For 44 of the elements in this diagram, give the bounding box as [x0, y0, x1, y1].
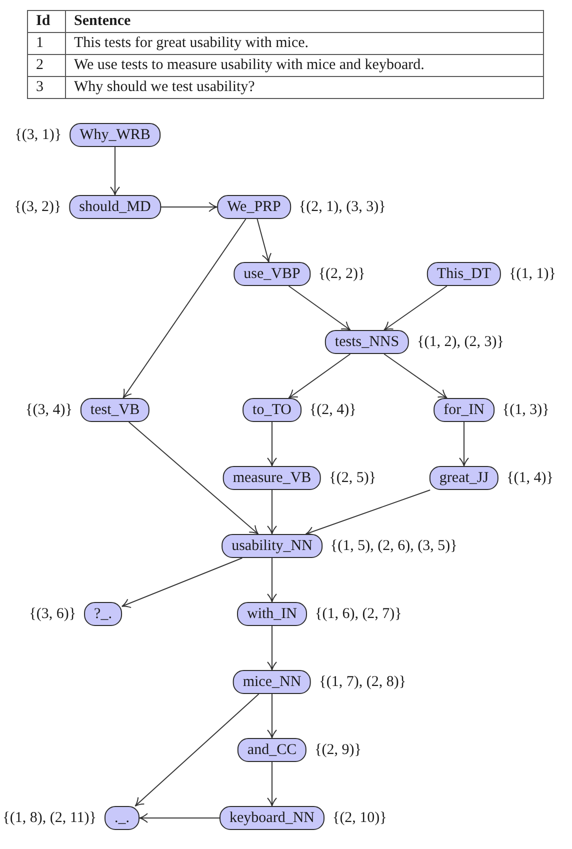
token-node: We_PRP — [217, 195, 291, 219]
table-cell: Why should we test usability? — [66, 76, 544, 98]
token-node: keyboard_NN — [220, 806, 324, 830]
position-set-label: {(1, 2), (2, 3)} — [417, 332, 504, 352]
token-node: for_IN — [434, 398, 494, 422]
token-node: great_JJ — [429, 466, 499, 490]
token-node: and_CC — [237, 738, 307, 762]
table-cell: We use tests to measure usability with mice and keyboard. — [66, 54, 544, 76]
table-header-cell: Id — [28, 10, 66, 32]
table-cell: This tests for great usability with mice. — [66, 32, 544, 54]
position-set-label: {(2, 10)} — [332, 808, 387, 828]
position-set-label: {(1, 8), (2, 11)} — [2, 808, 96, 828]
table-cell: 3 — [28, 76, 66, 98]
token-node: mice_NN — [232, 670, 312, 694]
token-node: ?_. — [84, 602, 122, 626]
table-header-cell: Sentence — [66, 10, 544, 32]
table-cell: 1 — [28, 32, 66, 54]
position-set-label: {(3, 6)} — [29, 604, 76, 624]
token-node: measure_VB — [222, 466, 322, 490]
position-set-label: {(1, 6), (2, 7)} — [315, 604, 402, 624]
position-set-label: {(1, 1)} — [509, 264, 556, 284]
token-node: usability_NN — [222, 534, 322, 558]
position-set-label: {(2, 1), (3, 3)} — [298, 198, 386, 217]
token-node: tests_NNS — [324, 330, 410, 354]
token-node: use_VBP — [234, 262, 310, 286]
token-node: ._. — [104, 806, 140, 830]
position-set-label: {(2, 9)} — [314, 740, 362, 760]
position-set-label: {(2, 2)} — [318, 264, 366, 284]
position-set-label: {(1, 7), (2, 8)} — [319, 672, 406, 692]
table-cell: 2 — [28, 54, 66, 76]
token-node: Why_WRB — [70, 123, 160, 147]
position-set-label: {(2, 4)} — [309, 400, 356, 420]
position-set-label: {(3, 2)} — [14, 198, 62, 217]
position-set-label: {(3, 4)} — [26, 400, 72, 420]
token-node: test_VB — [80, 398, 150, 422]
position-set-label: {(2, 5)} — [329, 468, 376, 488]
position-set-label: {(3, 1)} — [14, 126, 62, 145]
position-set-label: {(1, 5), (2, 6), (3, 5)} — [330, 536, 458, 556]
token-node: should_MD — [69, 195, 161, 219]
token-node: with_IN — [237, 602, 307, 626]
token-node: This_DT — [426, 262, 502, 286]
position-set-label: {(1, 4)} — [506, 468, 554, 488]
position-set-label: {(1, 3)} — [502, 400, 550, 420]
token-node: to_TO — [242, 398, 302, 422]
